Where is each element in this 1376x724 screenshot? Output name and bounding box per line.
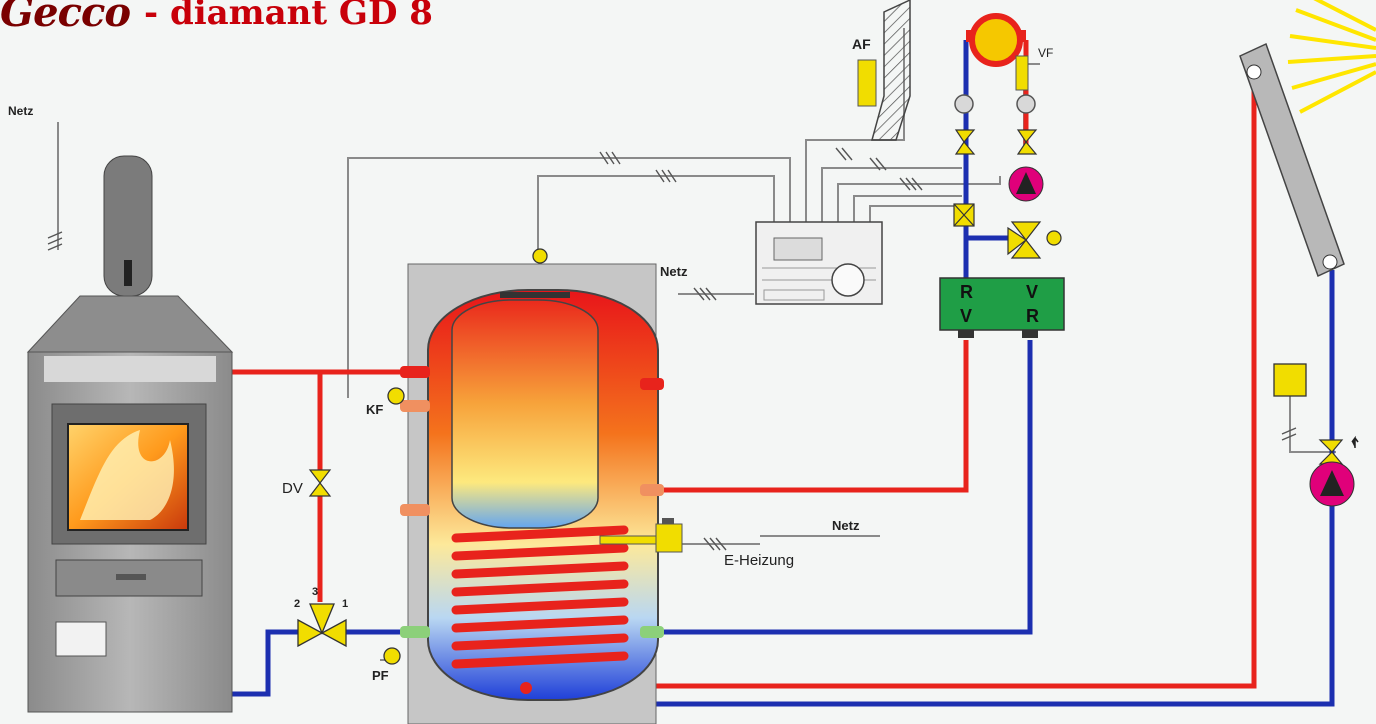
stove [26,155,234,713]
temperature-sensors [383,248,1307,665]
radiator [966,13,1029,91]
label-valve-port-3: 3 [312,586,319,598]
mixing-valve [1007,221,1062,259]
page-title: Gecco - diamant GD 8 [0,0,433,36]
sun-icon [1287,0,1376,114]
heat-exchanger-coil [451,525,629,669]
signal-wires [57,28,1336,687]
thermometer-icon [954,94,1036,114]
manifold-left-top: R [960,282,973,302]
label-vf: VF [1038,46,1054,60]
manifold-left-bottom: V [960,306,972,326]
model-name: - diamant GD 8 [144,0,433,33]
buffer-tank [400,263,664,724]
label-kf: KF [366,402,384,417]
electric-heater [599,518,683,553]
hot-pipes [232,40,1257,689]
manifold-right-bottom: R [1026,306,1039,326]
label-e-heizung: E-Heizung [724,552,795,569]
label-valve-port-1: 1 [342,598,349,610]
three-way-valve [297,603,347,648]
chimney-wall [857,0,911,141]
solar-collector [1239,42,1345,278]
label-af: AF [852,36,871,52]
cable-ticks [47,147,1297,677]
flow-arrow-icon [156,435,1359,630]
heating-manifold [939,277,1065,338]
brand-logo: Gecco [0,0,131,36]
label-valve-port-2: 2 [294,598,301,610]
label-netz-heater: Netz [832,518,860,533]
controller-unit [755,221,883,305]
manifold-right-top: V [1026,282,1038,302]
label-pf: PF [372,668,389,683]
label-netz-controller: Netz [660,264,688,279]
label-dv: DV [282,480,303,497]
label-netz-top-left: Netz [8,104,34,118]
